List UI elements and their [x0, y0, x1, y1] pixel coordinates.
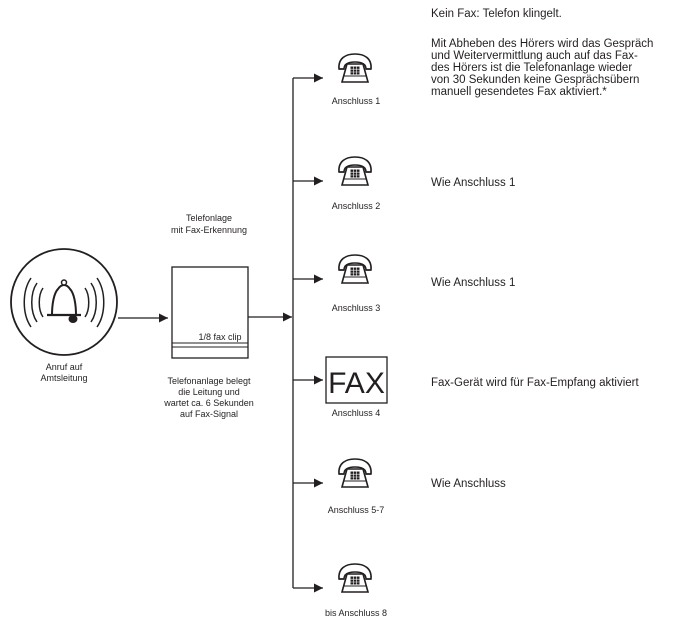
port-3: Anschluss 3 [332, 254, 381, 313]
telephone-icon [338, 563, 372, 593]
port-label-3: Anschluss 3 [332, 303, 381, 313]
port-label-1: Anschluss 1 [332, 96, 381, 106]
incoming-call: Anruf auf Amtsleitung [10, 248, 118, 383]
pbx-clip-label: 1/8 fax clip [198, 332, 241, 342]
pbx-note-line2: die Leitung und [178, 387, 240, 397]
description-port3: Wie Anschluss 1 [431, 277, 515, 289]
description-port2: Wie Anschluss 1 [431, 177, 515, 189]
description-port1-line5: manuell gesendetes Fax aktiviert.* [431, 86, 607, 98]
caller-label-line2: Amtsleitung [40, 373, 87, 383]
description-port1-line1: Mit Abheben des Hörers wird das Gespräch [431, 38, 653, 50]
pbx-note-line4: auf Fax-Signal [180, 409, 238, 419]
fax-device-icon [325, 356, 388, 404]
pbx-title-line2: mit Fax-Erkennung [171, 225, 247, 235]
ringing-waves-icon [23, 277, 105, 328]
branch-arrows [293, 73, 323, 593]
telephone-icon [338, 458, 372, 488]
port-label-6: bis Anschluss 8 [325, 608, 387, 618]
pbx-note-line3: wartet ca. 6 Sekunden [163, 398, 254, 408]
telephone-icon [338, 53, 372, 83]
description-port4: Fax-Gerät wird für Fax-Empfang aktiviert [431, 377, 640, 389]
description-intro: Kein Fax: Telefon klingelt. [431, 8, 562, 20]
port-5: Anschluss 5-7 [328, 458, 385, 515]
port-6: bis Anschluss 8 [325, 563, 387, 618]
pbx-note-line1: Telefonanlage belegt [167, 376, 251, 386]
pbx: Telefonlage mit Fax-Erkennung 1/8 fax cl… [163, 213, 254, 419]
port-label-4: Anschluss 4 [332, 408, 381, 418]
caller-label-line1: Anruf auf [46, 362, 83, 372]
fax-device-text: FAX [328, 367, 385, 400]
description-port1-line4: von 30 Sekunden keine Gesprächsübern [431, 74, 639, 86]
descriptions: Kein Fax: Telefon klingelt. Mit Abheben … [431, 8, 653, 490]
pbx-box [171, 266, 249, 359]
port-1: Anschluss 1 [332, 53, 381, 106]
description-port5: Wie Anschluss [431, 478, 506, 490]
pbx-title-line1: Telefonlage [186, 213, 232, 223]
port-label-5: Anschluss 5-7 [328, 505, 385, 515]
description-port1-line2: und Weitervermittlung auch auf das Fax- [431, 50, 638, 62]
bell-icon [47, 279, 81, 323]
port-label-2: Anschluss 2 [332, 201, 381, 211]
telephone-icon [338, 254, 372, 284]
port-4: FAX Anschluss 4 [325, 356, 388, 418]
port-2: Anschluss 2 [332, 156, 381, 211]
description-port1-line3: des Hörers ist die Telefonanlage wieder [431, 62, 632, 74]
telephone-icon [338, 156, 372, 186]
